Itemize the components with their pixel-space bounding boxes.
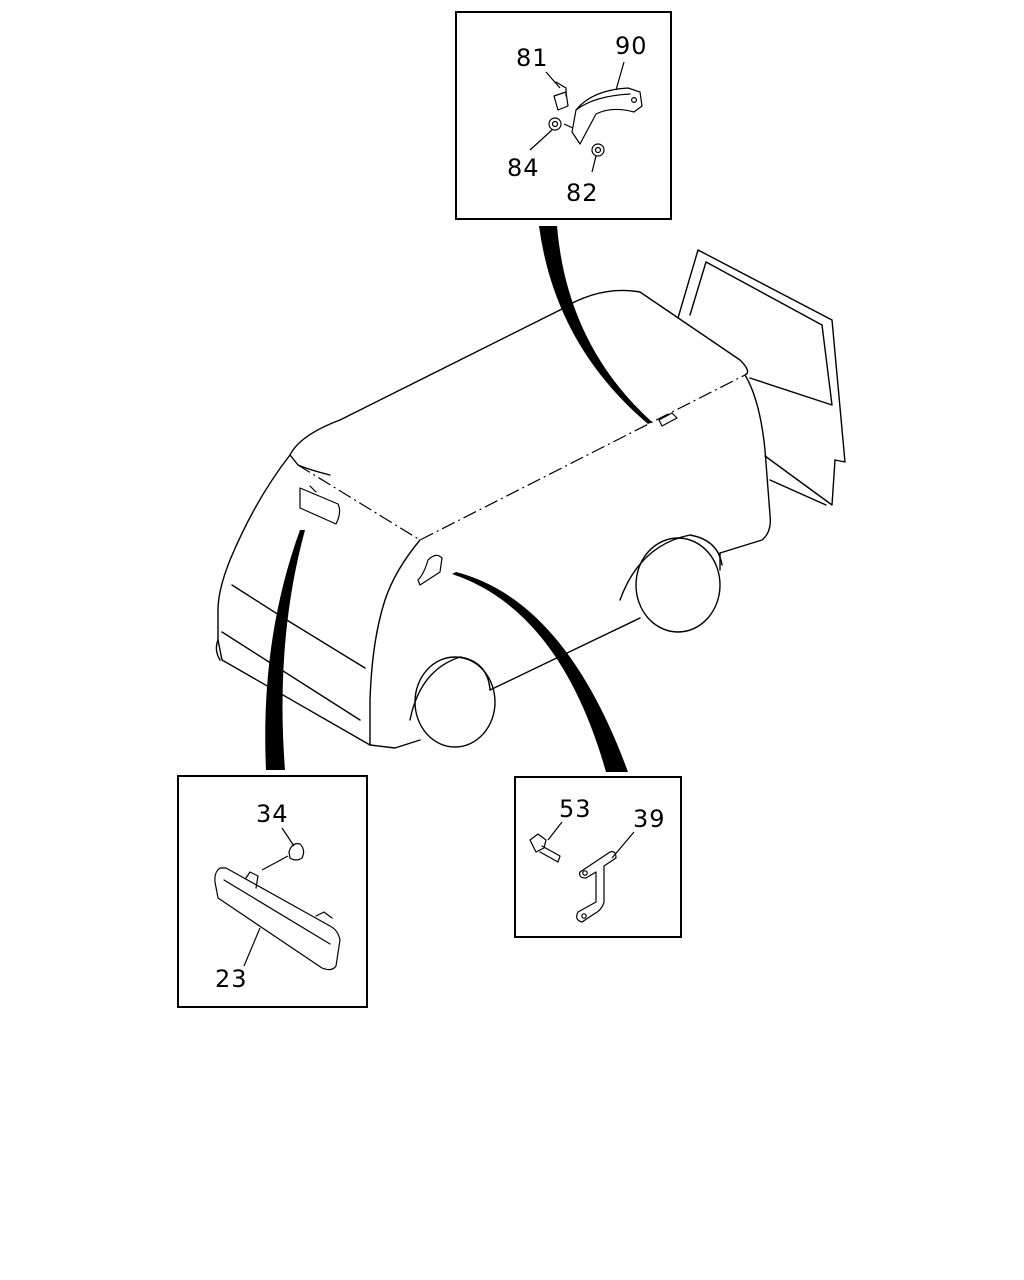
inset-box-top — [455, 11, 672, 220]
inset-box-left — [177, 775, 368, 1008]
inset-box-right — [514, 776, 682, 938]
clip-part — [553, 91, 569, 111]
van-illustration — [215, 249, 846, 749]
bolt-part — [529, 833, 547, 853]
callout-90: 90 — [615, 32, 648, 60]
nut-part-82 — [591, 143, 605, 157]
callout-23: 23 — [215, 965, 248, 993]
callout-82: 82 — [566, 179, 599, 207]
connector-right — [452, 572, 628, 772]
callout-84: 84 — [507, 154, 540, 182]
inset-grab-handle: 81 90 84 82 — [455, 11, 672, 220]
grab-handle-part — [571, 87, 643, 145]
sun-visor-part — [214, 867, 341, 971]
inset-assist-grip: 53 39 — [514, 776, 682, 938]
callout-39: 39 — [633, 805, 666, 833]
nut-part-84 — [548, 117, 562, 131]
connector-lines — [265, 226, 652, 772]
callout-81: 81 — [516, 44, 549, 72]
inset-sun-visor: 34 23 — [177, 775, 368, 1008]
connector-top — [539, 226, 652, 424]
connector-left — [265, 530, 305, 770]
callout-53: 53 — [559, 795, 592, 823]
callout-34: 34 — [256, 800, 289, 828]
